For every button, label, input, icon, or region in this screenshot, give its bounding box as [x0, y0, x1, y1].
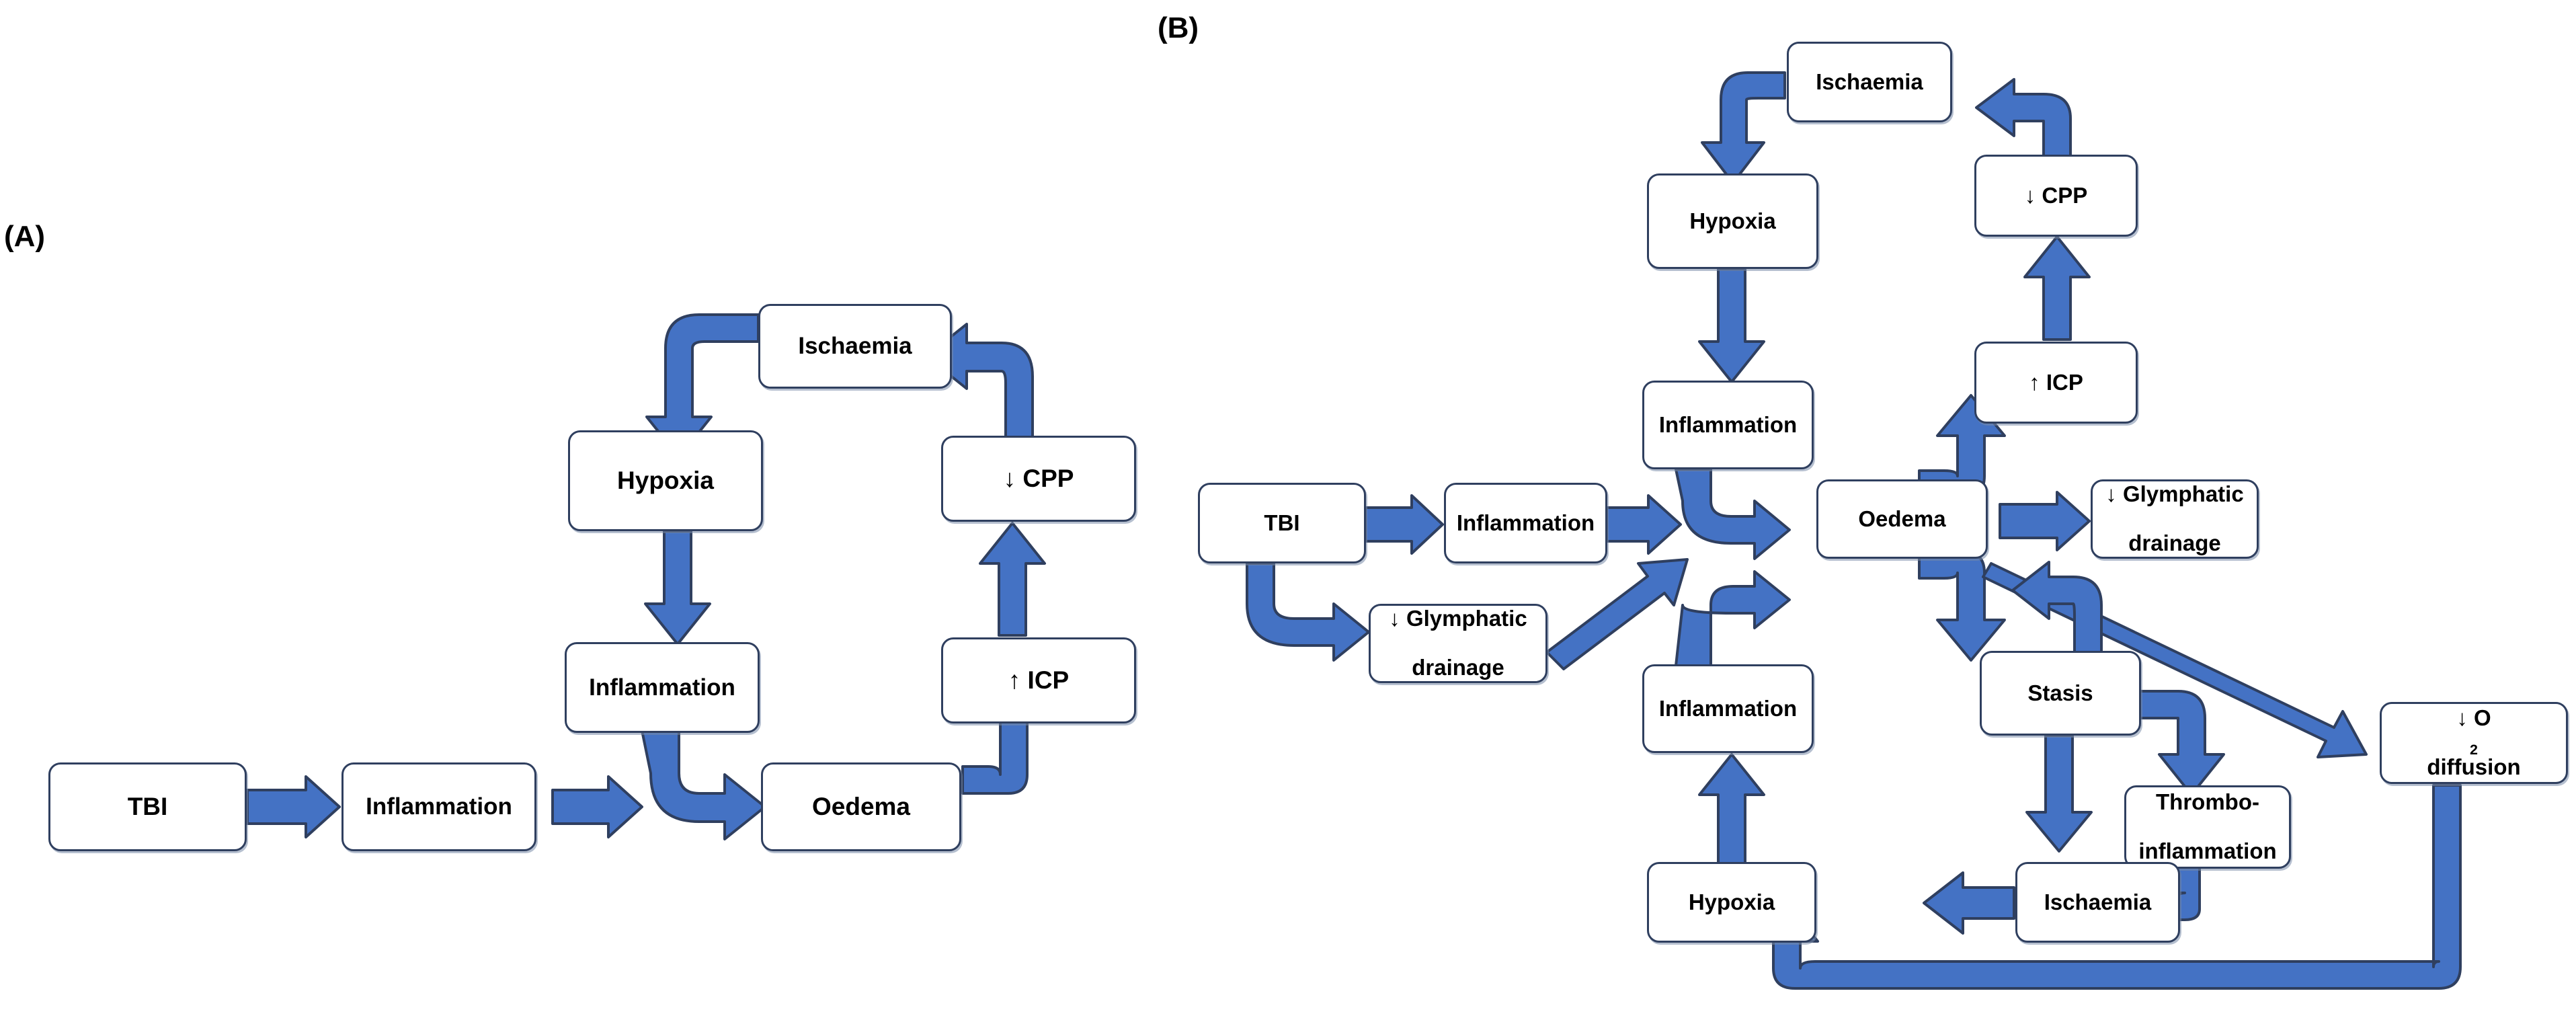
node-a-inflammation-2[interactable]: Inflammation	[565, 642, 760, 733]
node-b-glymphatic-2[interactable]: ↓ Glymphatic drainage	[2091, 479, 2259, 559]
arrow-a-icp-cpp	[979, 522, 1046, 637]
node-a-ischaemia-label: Ischaemia	[798, 333, 912, 360]
node-a-inflammation-1-label: Inflammation	[366, 793, 512, 820]
node-b-inflammation-1[interactable]: Inflammation	[1444, 483, 1607, 563]
o2-subscript: 2	[2470, 741, 2478, 758]
node-b-stasis-label: Stasis	[2027, 680, 2093, 705]
arrow-b-glymph1-oedema	[1545, 558, 1689, 670]
node-b-ischaemia-bottom-label: Ischaemia	[2044, 889, 2152, 914]
arrow-b-stasis-ischaemia	[2025, 734, 2093, 853]
arrow-b-inflammation2-oedema	[1675, 468, 1791, 560]
node-b-inflammation-2-label: Inflammation	[1658, 411, 1798, 437]
node-b-ischaemia-bottom[interactable]: Ischaemia	[2015, 862, 2180, 943]
arrow-b-stasis-thrombo	[2128, 690, 2225, 796]
arrow-b-tbi-glymph	[1246, 562, 1370, 662]
node-a-icp-label: ↑ ICP	[1008, 666, 1070, 695]
node-b-inflammation-1-label: Inflammation	[1456, 510, 1595, 535]
glymph2-line1: ↓ Glymphatic	[2105, 481, 2244, 506]
node-a-inflammation-1[interactable]: Inflammation	[341, 762, 536, 851]
o2-suffix: diffusion	[2427, 754, 2521, 780]
node-b-o2-diffusion-label: ↓ O 2 diffusion	[2419, 705, 2528, 781]
arrow-b-hypoxia-inflammation-top	[1698, 268, 1765, 383]
node-b-oedema[interactable]: Oedema	[1816, 479, 1988, 559]
panel-a-label: (A)	[4, 220, 46, 253]
node-a-inflammation-2-label: Inflammation	[589, 674, 735, 701]
glymph1-line2: drainage	[1412, 655, 1504, 680]
glymph2-line2: drainage	[2128, 530, 2221, 556]
arrow-b-cpp-ischaemia	[1975, 78, 2072, 168]
arrow-b-inflammation1-oedema	[1605, 494, 1682, 555]
o2-prefix: ↓ O	[2456, 705, 2491, 730]
node-a-ischaemia[interactable]: Ischaemia	[758, 304, 952, 389]
node-b-ischaemia-top-label: Ischaemia	[1816, 69, 1923, 94]
node-b-inflammation-3[interactable]: Inflammation	[1642, 664, 1814, 753]
node-a-tbi-label: TBI	[127, 793, 168, 821]
node-a-hypoxia[interactable]: Hypoxia	[568, 430, 763, 531]
node-b-glymphatic-1[interactable]: ↓ Glymphatic drainage	[1369, 604, 1547, 683]
node-a-hypoxia-label: Hypoxia	[617, 467, 714, 495]
arrow-a-inflammation-oedema-1	[551, 775, 643, 838]
glymph1-line1: ↓ Glymphatic	[1389, 605, 1527, 631]
node-b-icp[interactable]: ↑ ICP	[1974, 342, 2138, 424]
node-a-icp[interactable]: ↑ ICP	[941, 637, 1136, 723]
thrombo-line1: Thrombo-	[2156, 789, 2259, 814]
thrombo-line2: inflammation	[2138, 838, 2277, 864]
node-b-ischaemia-top[interactable]: Ischaemia	[1787, 42, 1952, 122]
node-b-glymphatic-1-label: ↓ Glymphatic drainage	[1381, 606, 1535, 681]
node-b-o2-diffusion[interactable]: ↓ O 2 diffusion	[2380, 702, 2568, 784]
arrow-b-ischaemia-hypoxia-top	[1701, 71, 1786, 184]
arrow-a-inflammation2-oedema	[635, 700, 766, 840]
node-a-cpp[interactable]: ↓ CPP	[941, 436, 1136, 522]
arrow-a-tbi-inflammation	[246, 775, 341, 838]
node-b-tbi-label: TBI	[1264, 510, 1300, 535]
node-b-stasis[interactable]: Stasis	[1980, 651, 2141, 736]
arrow-b-icp-cpp	[2023, 235, 2091, 341]
node-b-thrombo-inflammation-label: Thrombo-inflammation	[2130, 789, 2284, 865]
arrow-b-glymph2-icp	[2011, 561, 2103, 675]
node-a-oedema-label: Oedema	[811, 793, 910, 821]
arrow-b-tbi-inflammation	[1364, 494, 1444, 555]
node-b-hypoxia-top[interactable]: Hypoxia	[1647, 173, 1818, 269]
node-b-cpp[interactable]: ↓ CPP	[1974, 155, 2138, 237]
node-b-thrombo-inflammation[interactable]: Thrombo-inflammation	[2124, 785, 2291, 869]
arrow-a-hypoxia-inflammation	[644, 530, 711, 645]
node-b-glymphatic-2-label: ↓ Glymphatic drainage	[2097, 481, 2251, 557]
arrow-b-oedema-glymph2	[1999, 491, 2091, 551]
node-b-inflammation-2[interactable]: Inflammation	[1642, 381, 1814, 469]
node-b-cpp-label: ↓ CPP	[2024, 182, 2088, 208]
node-b-hypoxia-bottom-label: Hypoxia	[1688, 889, 1775, 914]
node-b-hypoxia-bottom[interactable]: Hypoxia	[1647, 862, 1816, 943]
node-b-tbi[interactable]: TBI	[1198, 483, 1366, 563]
arrow-b-inflammation3-oedema	[1675, 570, 1791, 667]
arrow-b-ischaemia-hypoxia-bot	[1923, 871, 2015, 935]
panel-b-label: (B)	[1158, 11, 1199, 44]
node-a-oedema[interactable]: Oedema	[761, 762, 961, 851]
node-a-cpp-label: ↓ CPP	[1003, 465, 1074, 493]
node-b-oedema-label: Oedema	[1858, 506, 1946, 531]
node-b-inflammation-3-label: Inflammation	[1658, 695, 1798, 721]
node-a-tbi[interactable]: TBI	[48, 762, 247, 851]
arrow-b-hypoxia-inflammation-bot	[1698, 753, 1765, 869]
node-b-icp-label: ↑ ICP	[2029, 369, 2083, 395]
node-b-hypoxia-top-label: Hypoxia	[1689, 208, 1776, 233]
